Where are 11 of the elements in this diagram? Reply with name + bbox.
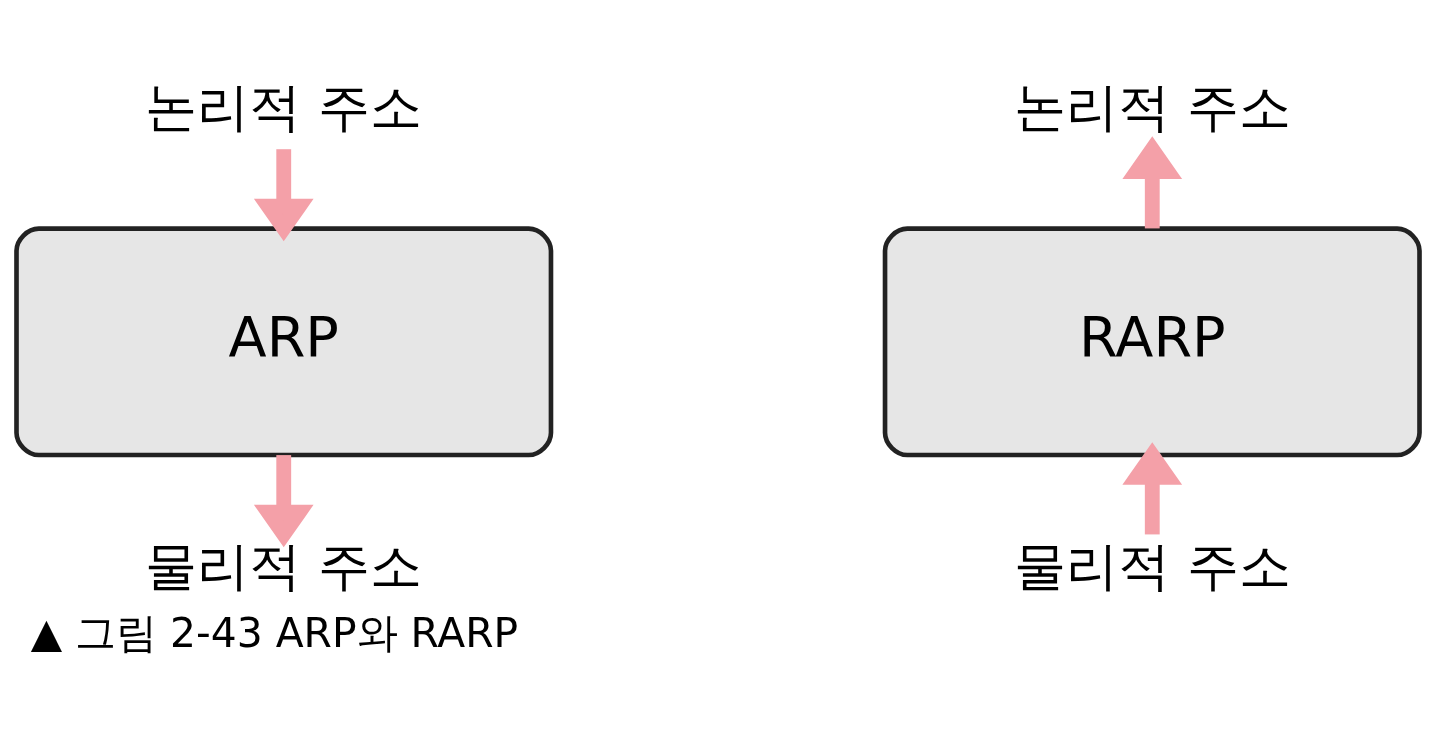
node-text: 논리적 주소 xyxy=(145,76,422,137)
node-text: 물리적 주소 xyxy=(145,535,422,596)
caption: ▲ 그림 2-43 ARP와 RARP xyxy=(30,608,519,657)
node-box: ARP xyxy=(14,225,554,457)
arrow xyxy=(253,148,314,241)
arrow xyxy=(253,454,314,547)
node-text: 논리적 주소 xyxy=(1014,76,1291,137)
node-text: 물리적 주소 xyxy=(1014,535,1291,596)
arrow xyxy=(1122,441,1183,534)
node-box: RARP xyxy=(882,225,1422,457)
arrow xyxy=(1122,135,1183,228)
